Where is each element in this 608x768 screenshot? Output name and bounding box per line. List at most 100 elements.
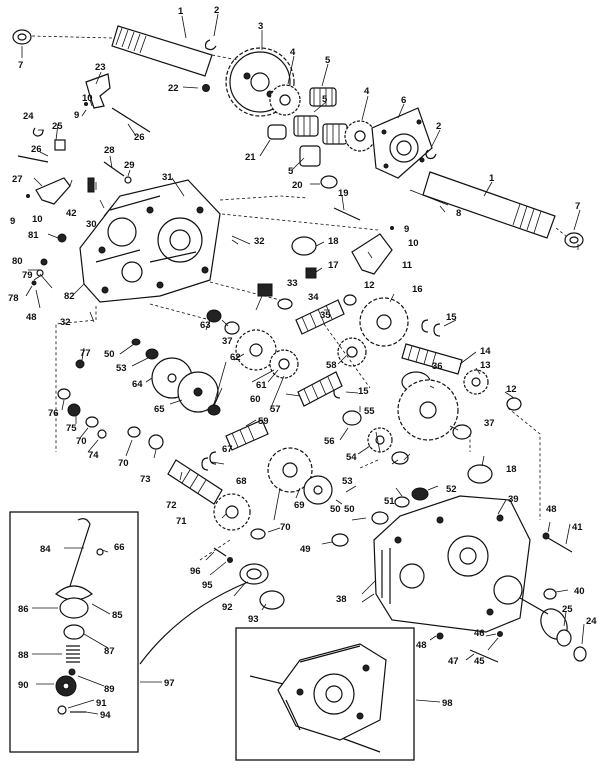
- part-label-5a: 5: [325, 55, 331, 66]
- part-label-34: 34: [308, 292, 319, 303]
- part-label-97: 97: [164, 678, 175, 689]
- bearing-22: [202, 84, 210, 92]
- retaining-ring-67a: [201, 457, 209, 471]
- part-label-28: 28: [104, 145, 115, 156]
- part-label-79: 79: [22, 270, 33, 281]
- shaft-14: [401, 343, 463, 375]
- left-axle-shaft: [111, 25, 213, 77]
- part-label-54: 54: [346, 452, 357, 463]
- part-label-53a: 53: [116, 363, 127, 374]
- part-label-57: 57: [270, 404, 281, 415]
- gear-62: [235, 329, 277, 371]
- washer-37a: [224, 321, 240, 335]
- part-label-86: 86: [18, 604, 29, 615]
- right-axle-shaft: [422, 171, 556, 239]
- cap-93: [259, 590, 285, 610]
- part-label-70b: 70: [118, 458, 129, 469]
- bushing-56: [342, 410, 362, 426]
- part-label-68: 68: [236, 476, 247, 487]
- washer-91: [57, 705, 67, 715]
- part-label-7a: 7: [575, 201, 580, 212]
- part-label-72: 72: [166, 500, 177, 511]
- screw-96: [213, 547, 227, 557]
- part-label-45: 45: [474, 656, 485, 667]
- part-label-70a: 70: [76, 436, 87, 447]
- part-label-9c: 9: [404, 224, 409, 235]
- part-label-9b: 9: [10, 216, 15, 227]
- part-label-21: 21: [245, 152, 256, 163]
- part-label-75: 75: [66, 423, 77, 434]
- part-label-78: 78: [8, 293, 19, 304]
- shaft-59: [225, 419, 269, 451]
- cap-87: [63, 624, 85, 640]
- part-label-46: 46: [474, 628, 485, 639]
- part-label-25a: 25: [52, 121, 63, 132]
- part-label-1a: 1: [178, 6, 184, 17]
- left-axle-bushing: [12, 29, 32, 45]
- part-label-15b: 15: [358, 386, 369, 397]
- part-label-62: 62: [230, 352, 241, 363]
- part-label-85: 85: [112, 610, 123, 621]
- part-label-55: 55: [364, 406, 375, 417]
- part-label-93: 93: [248, 614, 259, 625]
- bearing-53a: [145, 348, 159, 360]
- nut-46: [497, 631, 503, 637]
- part-label-11: 11: [402, 260, 413, 271]
- part-label-61: 61: [256, 380, 267, 391]
- part-label-92: 92: [222, 602, 233, 613]
- washer-34: [277, 298, 293, 310]
- part-label-51: 51: [384, 496, 395, 507]
- ball-86: [59, 597, 89, 619]
- pin-19: [333, 207, 361, 221]
- part-label-13: 13: [480, 360, 491, 371]
- shift-parts-group: [17, 73, 151, 205]
- left-stack-group: [57, 338, 333, 540]
- part-label-50a: 50: [104, 349, 115, 360]
- shift-cable: [139, 581, 249, 665]
- bolt-41: [547, 537, 573, 553]
- part-label-63: 63: [200, 320, 211, 331]
- washer-74: [97, 429, 107, 439]
- screw-47: [469, 649, 499, 663]
- part-label-69: 69: [294, 500, 305, 511]
- washer-95: [227, 557, 233, 563]
- part-label-32b: 32: [60, 317, 71, 328]
- shift-lever-84: [69, 518, 91, 587]
- part-label-14: 14: [480, 346, 491, 357]
- part-label-49: 49: [300, 544, 311, 555]
- part-label-7b: 7: [18, 60, 23, 71]
- pin-26: [17, 155, 49, 163]
- part-label-18b: 18: [506, 464, 517, 475]
- bearing-63: [206, 309, 222, 323]
- part-label-95: 95: [202, 580, 213, 591]
- part-label-1b: 1: [489, 173, 495, 184]
- gear-54: [367, 427, 393, 453]
- part-label-90: 90: [18, 680, 29, 691]
- washer-70c: [250, 528, 266, 540]
- part-label-9a: 9: [74, 110, 79, 121]
- bushing-17: [305, 267, 317, 279]
- part-label-2a: 2: [214, 5, 219, 16]
- shaft-72: [167, 459, 223, 505]
- retaining-ring-15a: [421, 319, 429, 333]
- washer-12b: [506, 397, 522, 411]
- part-label-22: 22: [168, 83, 179, 94]
- washer-53b: [391, 451, 409, 465]
- pin-28: [103, 161, 125, 177]
- gear-13: [463, 369, 489, 395]
- part-label-35: 35: [320, 310, 331, 321]
- part-label-53b: 53: [342, 476, 353, 487]
- spur-gear-4a: [269, 84, 301, 116]
- part-label-98: 98: [442, 698, 453, 709]
- disc-69: [303, 475, 333, 505]
- part-label-40: 40: [574, 586, 585, 597]
- part-label-26b: 26: [31, 144, 42, 155]
- part-label-17: 17: [328, 260, 339, 271]
- part-label-33: 33: [287, 278, 298, 289]
- bolt-8: [409, 189, 449, 206]
- part-label-48c: 48: [416, 640, 427, 651]
- part-label-58: 58: [326, 360, 337, 371]
- part-label-76: 76: [48, 408, 59, 419]
- part-label-30: 30: [86, 219, 97, 230]
